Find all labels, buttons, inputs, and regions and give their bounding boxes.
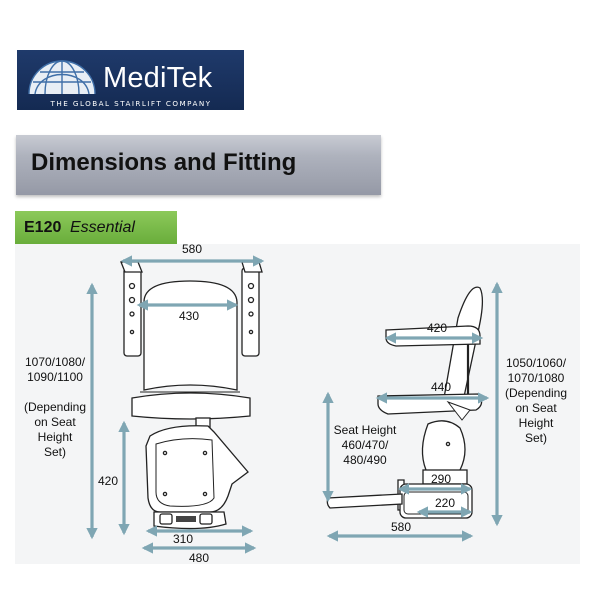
label-seat-depth: 440 [431, 380, 452, 394]
brand-tagline: THE GLOBAL STAIRLIFT COMPANY [50, 99, 212, 108]
label-overall-height-front: 1070/1080/ 1090/1100 (Depending on Seat … [23, 355, 87, 459]
label-width-armrests: 580 [182, 242, 203, 256]
label-footrest-upper: 290 [431, 472, 452, 486]
drawing-panel [15, 244, 580, 564]
page-title: Dimensions and Fitting [31, 149, 297, 176]
side-view-dimensions [322, 281, 503, 542]
label-base-height: 420 [98, 474, 119, 488]
label-footrest-lower: 220 [435, 496, 456, 510]
label-footplate-width: 310 [173, 532, 194, 546]
model-code: E120 [24, 219, 62, 236]
front-view-dimensions [86, 255, 265, 554]
model-tab: E120 Essential [15, 211, 177, 244]
title-banner: Dimensions and Fitting [16, 135, 381, 195]
globe-icon [28, 60, 96, 95]
label-backrest-width: 430 [179, 309, 200, 323]
meditek-logo: MediTek THE GLOBAL STAIRLIFT COMPANY [17, 50, 244, 110]
label-armrest-depth: 420 [427, 321, 448, 335]
label-seat-height: Seat Height 460/470/ 480/490 [333, 423, 397, 467]
label-base-width: 480 [189, 551, 210, 565]
label-overall-height-side: 1050/1060/ 1070/1080 (Depending on Seat … [504, 356, 568, 445]
side-view-stairlift [326, 286, 484, 519]
brand-name: MediTek [103, 62, 213, 94]
front-view-stairlift [120, 261, 263, 530]
label-overall-depth: 580 [391, 520, 412, 534]
model-name: Essential [70, 219, 135, 236]
